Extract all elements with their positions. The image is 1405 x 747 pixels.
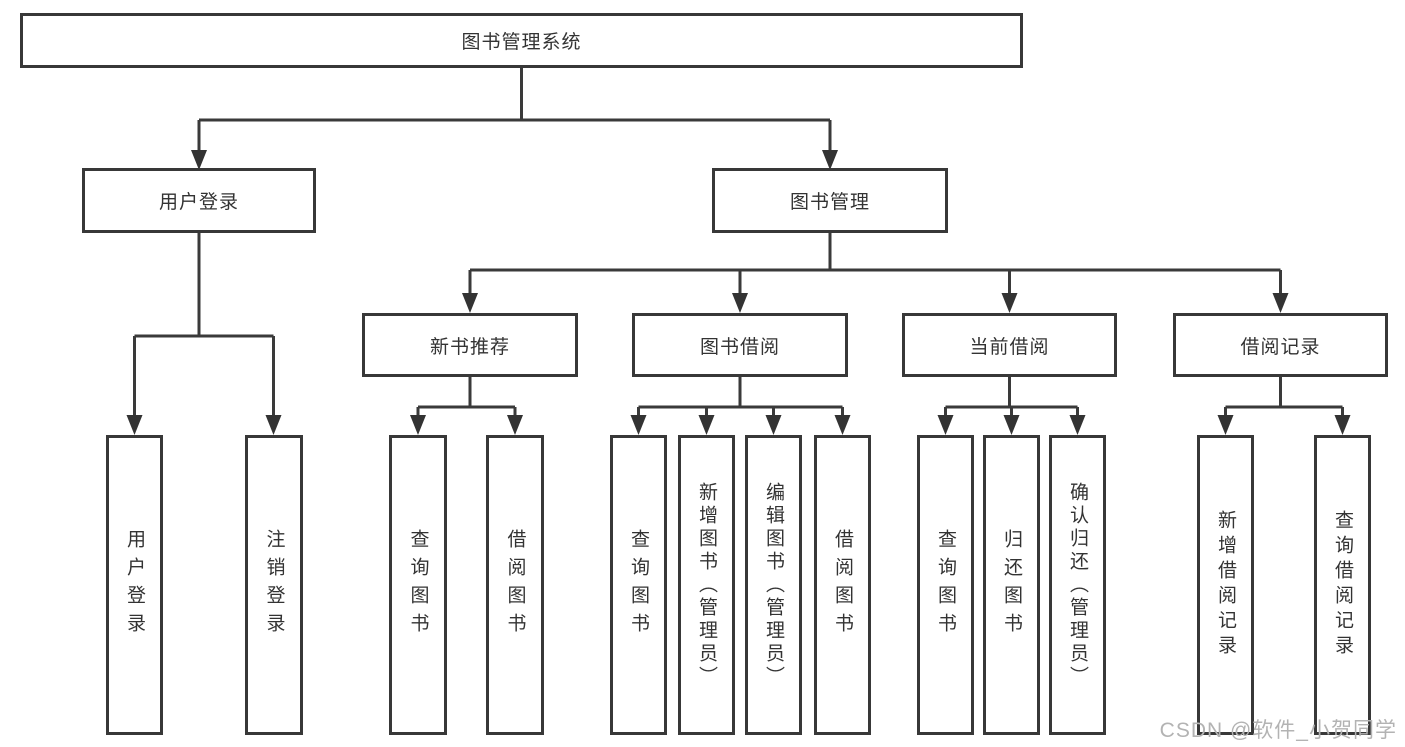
node-book-management: 图书管理 bbox=[712, 168, 948, 233]
arrowhead-icon bbox=[507, 415, 523, 435]
csdn-watermark: CSDN @软件_小贺同学 bbox=[1159, 719, 1397, 742]
arrowhead-icon bbox=[1272, 293, 1289, 313]
arrowhead-icon bbox=[1334, 415, 1351, 435]
arrowhead-icon bbox=[822, 150, 838, 170]
node-borrow-record: 借阅记录 bbox=[1173, 313, 1388, 377]
leaf-borrow-book: 借阅图书 bbox=[814, 435, 871, 735]
arrowhead-icon bbox=[126, 415, 143, 435]
leaf-query-book-borrow: 查询图书 bbox=[610, 435, 667, 735]
node-book-borrow: 图书借阅 bbox=[632, 313, 848, 377]
leaf-query-book-current: 查询图书 bbox=[917, 435, 974, 735]
leaf-return-book: 归还图书 bbox=[983, 435, 1040, 735]
arrowhead-icon bbox=[630, 415, 647, 435]
arrowhead-icon bbox=[1217, 415, 1234, 435]
arrowhead-icon bbox=[834, 415, 851, 435]
arrowhead-icon bbox=[191, 150, 207, 170]
arrowhead-icon bbox=[698, 415, 715, 435]
leaf-add-book-admin: 新增图书（管理员） bbox=[678, 435, 735, 735]
arrowhead-icon bbox=[410, 415, 426, 435]
arrowhead-icon bbox=[937, 415, 954, 435]
leaf-edit-book-admin: 编辑图书（管理员） bbox=[745, 435, 802, 735]
node-new-book-recommend: 新书推荐 bbox=[362, 313, 578, 377]
leaf-add-borrow-record: 新增借阅记录 bbox=[1197, 435, 1254, 735]
arrowhead-icon bbox=[1001, 293, 1018, 313]
leaf-query-book-recommend: 查询图书 bbox=[389, 435, 447, 735]
arrowhead-icon bbox=[732, 293, 748, 313]
leaf-logout: 注销登录 bbox=[245, 435, 303, 735]
leaf-confirm-return-admin: 确认归还（管理员） bbox=[1049, 435, 1106, 735]
arrowhead-icon bbox=[1069, 415, 1086, 435]
arrowhead-icon bbox=[1003, 415, 1020, 435]
arrowhead-icon bbox=[765, 415, 782, 435]
arrowhead-icon bbox=[265, 415, 282, 435]
arrowhead-icon bbox=[462, 293, 478, 313]
leaf-user-login: 用户登录 bbox=[106, 435, 163, 735]
leaf-query-borrow-record: 查询借阅记录 bbox=[1314, 435, 1371, 735]
node-current-borrow: 当前借阅 bbox=[902, 313, 1117, 377]
node-user-login: 用户登录 bbox=[82, 168, 316, 233]
leaf-borrow-book-recommend: 借阅图书 bbox=[486, 435, 544, 735]
node-library-management-system: 图书管理系统 bbox=[20, 13, 1023, 68]
